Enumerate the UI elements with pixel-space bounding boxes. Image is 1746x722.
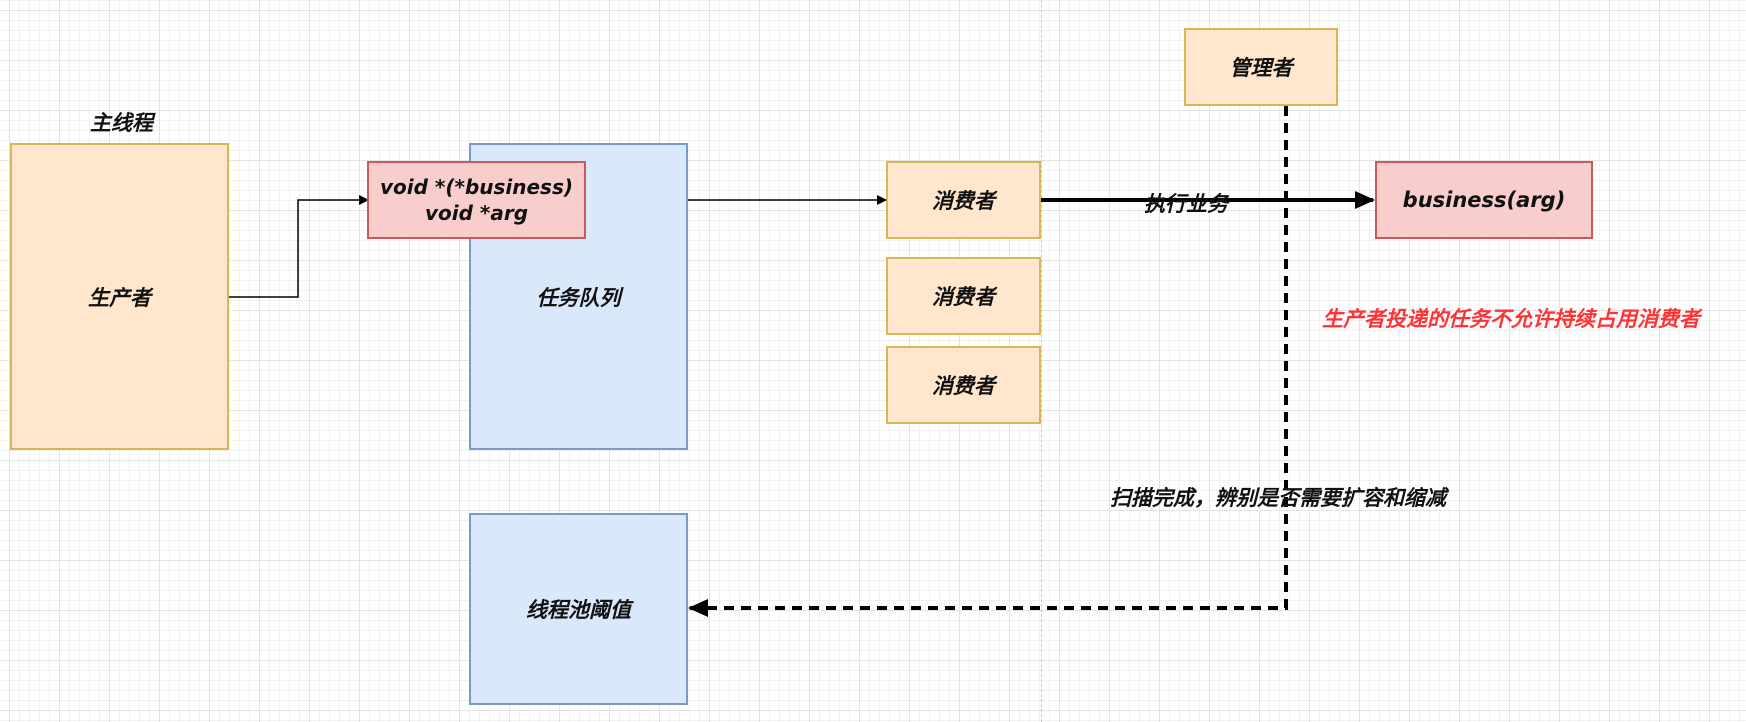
producer-to-task-arrow [228,195,369,298]
consumer-label: 消费者 [932,374,995,398]
pool-threshold-label: 线程池阈值 [526,598,631,622]
consumer-label: 消费者 [932,285,995,309]
scan-result-label: 扫描完成，辨别是否需要扩容和缩减 [1110,486,1446,510]
task-item-argument: void *arg [424,201,529,225]
manager-to-pool-arrow [688,106,1288,617]
page-divider [1041,0,1042,722]
business-call-label: business(arg) [1402,188,1566,212]
main-thread-label: 主线程 [90,111,153,135]
pool-threshold-box: 线程池阈值 [469,513,688,705]
producer-box: 生产者 [10,143,229,450]
producer-label: 生产者 [88,285,151,310]
consumer-label: 消费者 [932,189,995,213]
consumer-box: 消费者 [886,161,1041,239]
business-call-box: business(arg) [1375,161,1593,239]
manager-box: 管理者 [1184,28,1338,106]
task-item-box: void *(*business) void *arg [367,161,586,239]
manager-label: 管理者 [1229,56,1293,80]
warning-note: 生产者投递的任务不允许持续占用消费者 [1322,307,1700,331]
task-item-function-pointer: void *(*business) [379,175,574,199]
task-queue-label: 任务队列 [536,285,621,310]
consumer-box: 消费者 [886,257,1041,335]
execute-business-label: 执行业务 [1144,192,1228,216]
consumer-box: 消费者 [886,346,1041,424]
